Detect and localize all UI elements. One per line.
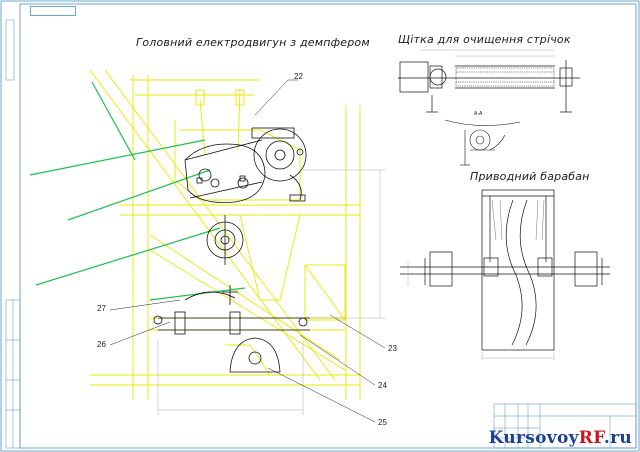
watermark-part1: Kursovoy [488, 428, 579, 448]
callout-24: 24 [378, 381, 387, 390]
callout-23: 23 [388, 344, 397, 353]
sheet-inner-border [19, 3, 637, 449]
motor-title: Головний електродвигун з демпфером [136, 36, 370, 49]
top-left-stamp [30, 6, 76, 16]
callout-22: 22 [294, 72, 303, 81]
drum-title: Приводний барабан [470, 170, 590, 183]
left-margin-strips [5, 19, 21, 449]
callout-26: 26 [97, 340, 106, 349]
callout-25: 25 [378, 418, 387, 427]
brush-title: Щітка для очищення стрічок [398, 33, 571, 46]
drum-drawing [400, 189, 610, 360]
watermark-part3: .ru [603, 428, 632, 448]
callout-27: 27 [97, 304, 106, 313]
watermark-part2: RF [578, 428, 604, 448]
title-block [493, 403, 637, 449]
section-label-a-a: А-А [474, 111, 483, 117]
brush-drawing [398, 49, 580, 166]
watermark-logo: KursovoyRF.ru [489, 428, 632, 448]
main-assembly [29, 69, 386, 423]
